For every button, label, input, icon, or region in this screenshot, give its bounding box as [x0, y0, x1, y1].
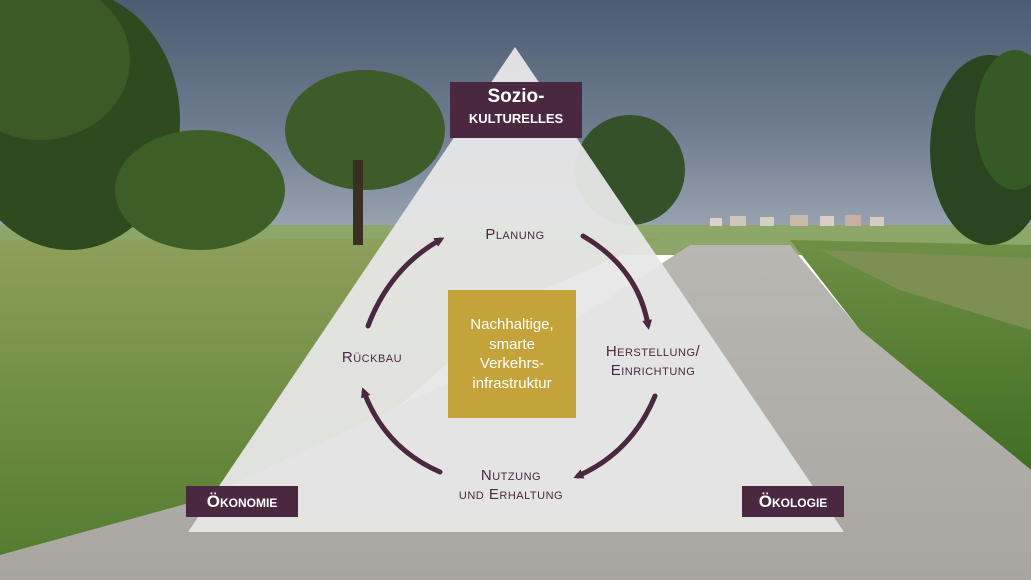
corner-top-line2: kulturelles	[468, 107, 564, 129]
corner-soziokulturelles: Sozio- kulturelles	[450, 82, 582, 138]
corner-oekonomie: Ökonomie	[186, 486, 298, 517]
center-line4: infrastruktur	[472, 374, 552, 392]
center-box: Nachhaltige, smarte Verkehrs- infrastruk…	[448, 290, 576, 418]
arrow-herstellung-nutzung	[573, 393, 658, 479]
stage-nutzung-line2: und Erhaltung	[458, 485, 564, 503]
field-rows	[820, 250, 1031, 330]
center-line2: smarte	[489, 335, 535, 353]
stage-nutzung: Nutzung und Erhaltung	[436, 467, 586, 505]
stage-herstellung-line2: Einrichtung	[610, 361, 696, 379]
arrow-nutzung-rueckbau	[361, 387, 443, 475]
arrow-rueckbau-planung	[365, 237, 445, 329]
stage-planung: Planung	[485, 226, 545, 243]
corner-top-line1: Sozio-	[487, 86, 545, 107]
center-line1: Nachhaltige,	[470, 316, 554, 333]
stage-nutzung-line1: Nutzung	[480, 467, 542, 484]
cycle-arrows	[361, 233, 658, 479]
pyramid	[188, 47, 844, 532]
stage-rueckbau: Rückbau	[341, 349, 403, 366]
center-line3: Verkehrs-	[479, 355, 545, 372]
trees-right	[930, 50, 1031, 245]
corner-oekologie: Ökologie	[742, 486, 844, 517]
corner-left-label: Ökonomie	[206, 492, 278, 511]
village	[710, 215, 884, 226]
corner-right-label: Ökologie	[758, 492, 828, 511]
stage-herstellung: Herstellung/ Einrichtung	[578, 343, 728, 381]
stage-herstellung-line1: Herstellung/	[605, 343, 701, 360]
arrow-planung-herstellung	[580, 233, 653, 330]
